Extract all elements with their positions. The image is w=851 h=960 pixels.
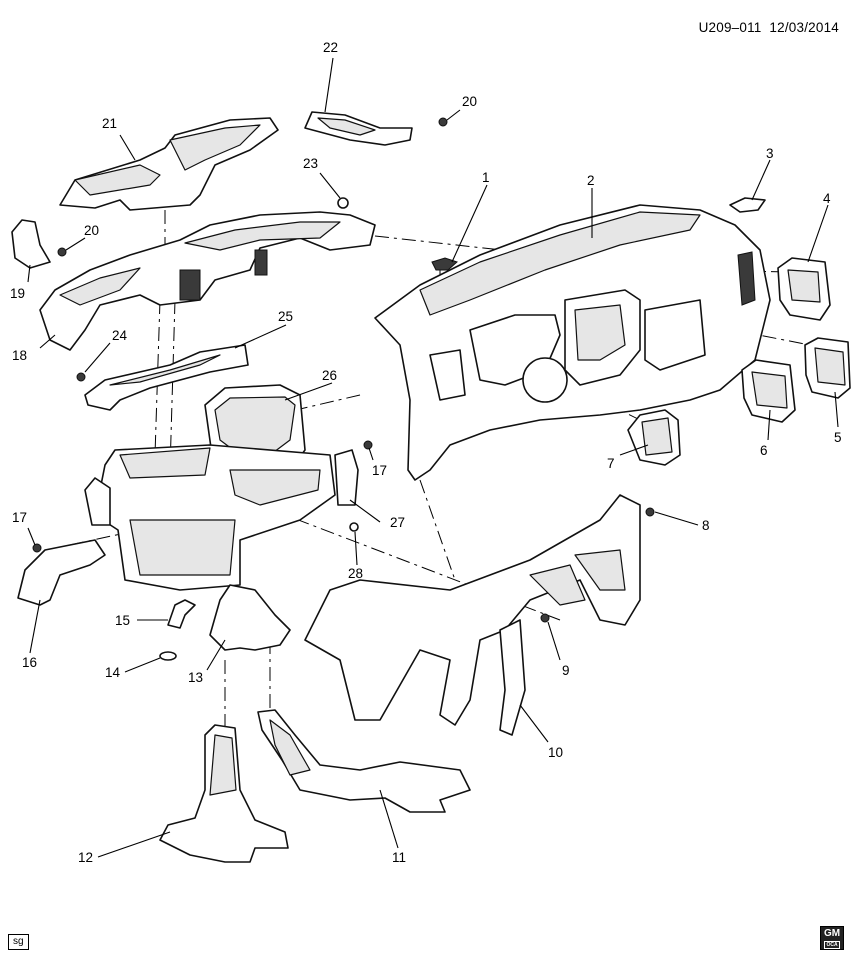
callout-28: 28 xyxy=(348,566,363,581)
callout-17b: 17 xyxy=(372,463,387,478)
callout-16: 16 xyxy=(22,655,37,670)
callout-9: 9 xyxy=(562,663,570,678)
callout-25: 25 xyxy=(278,309,293,324)
center-duct-assembly xyxy=(39,211,376,351)
callout-20a: 20 xyxy=(84,223,99,238)
callout-14: 14 xyxy=(105,665,121,680)
gm-logo: GM OCA xyxy=(820,926,844,950)
hvac-module xyxy=(84,384,359,591)
callouts: 1 2 3 4 5 6 7 8 9 10 11 12 13 14 15 16 1… xyxy=(10,40,842,865)
right-center-outlet xyxy=(804,337,851,399)
callout-18: 18 xyxy=(12,348,27,363)
callout-21: 21 xyxy=(102,116,117,131)
left-outlet-duct xyxy=(11,219,51,269)
cross-car-beam xyxy=(304,494,641,736)
gm-logo-text: GM xyxy=(823,928,841,939)
top-cover-right xyxy=(729,197,766,213)
callout-24: 24 xyxy=(112,328,128,343)
callout-17a: 17 xyxy=(12,510,27,525)
right-end-outlet xyxy=(777,257,831,321)
callout-3: 3 xyxy=(766,146,774,161)
sg-label: sg xyxy=(8,934,29,950)
defroster-duct-upper xyxy=(59,117,279,211)
callout-2: 2 xyxy=(587,173,595,188)
callout-26: 26 xyxy=(322,368,337,383)
callout-12: 12 xyxy=(78,850,93,865)
callout-22: 22 xyxy=(323,40,338,55)
rear-floor-duct-right xyxy=(257,709,471,813)
callout-13: 13 xyxy=(188,670,203,685)
center-outlet-left xyxy=(627,409,681,466)
center-floor-outlet xyxy=(209,584,291,651)
callout-11: 11 xyxy=(392,850,406,865)
upper-floor-duct xyxy=(84,344,249,411)
callout-27: 27 xyxy=(390,515,405,530)
callout-23: 23 xyxy=(303,156,318,171)
fasteners xyxy=(32,117,655,623)
callout-19: 19 xyxy=(10,286,25,301)
gm-logo-subtext: OCA xyxy=(824,941,840,949)
callout-15: 15 xyxy=(115,613,130,628)
callout-7: 7 xyxy=(607,456,615,471)
rear-floor-duct-left xyxy=(159,724,289,863)
side-window-duct xyxy=(304,111,413,146)
drain-hose xyxy=(159,599,196,661)
callout-20b: 20 xyxy=(462,94,477,109)
callout-1: 1 xyxy=(482,170,490,185)
left-floor-outlet xyxy=(17,539,106,606)
callout-4: 4 xyxy=(823,191,831,206)
top-cover-left xyxy=(431,257,458,271)
callout-8: 8 xyxy=(702,518,710,533)
callout-6: 6 xyxy=(760,443,768,458)
diagram-header: U209–011 12/03/2014 xyxy=(699,20,839,35)
callout-5: 5 xyxy=(834,430,842,445)
leader-lines xyxy=(27,57,839,858)
diagram-code: U209–011 xyxy=(698,20,762,35)
callout-10: 10 xyxy=(548,745,563,760)
instrument-panel xyxy=(374,204,771,481)
diagram-date: 12/03/2014 xyxy=(769,20,839,35)
center-outlet-right xyxy=(741,359,796,423)
